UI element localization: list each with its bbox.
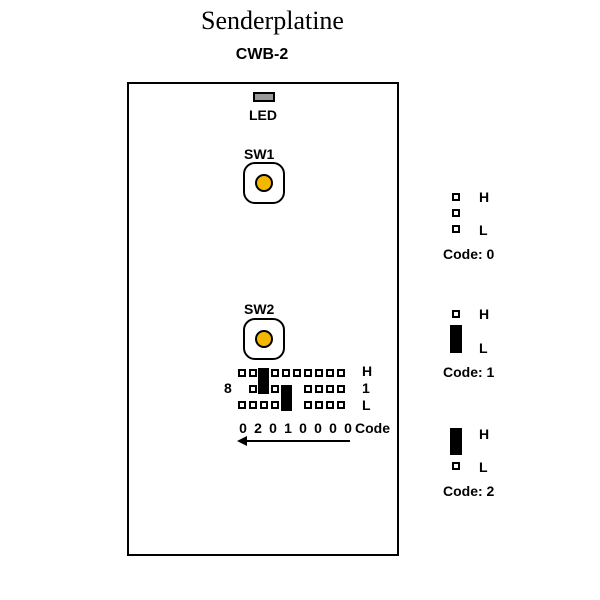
diagram-subtitle: CWB-2 <box>235 46 289 63</box>
jumper-h-1 <box>258 368 269 394</box>
pin-6-l <box>304 401 312 409</box>
code-digit: 0 <box>329 420 337 436</box>
sw1-button-dot <box>255 174 273 192</box>
legend2-h-label: H <box>479 426 490 442</box>
legend0-pin-h <box>452 193 460 201</box>
pin-1-l <box>238 401 246 409</box>
legend0-pin-l <box>452 225 460 233</box>
pin-3-1 <box>271 385 279 393</box>
pin-8-h <box>326 369 334 377</box>
legend1-l-label: L <box>479 340 488 356</box>
code-digit: 0 <box>314 420 322 436</box>
pin-6-h <box>304 369 312 377</box>
legend1-h-label: H <box>479 306 490 322</box>
pin-8-1 <box>326 385 334 393</box>
legend2-pin-l <box>452 462 460 470</box>
legend0-caption: Code: 0 <box>443 246 495 262</box>
legend0-pin-1 <box>452 209 460 217</box>
circuit-board <box>127 82 399 556</box>
pin-5-h <box>293 369 301 377</box>
code-digit: 0 <box>269 420 277 436</box>
code-direction-arrow <box>237 436 350 446</box>
sw2-label: SW2 <box>244 301 275 317</box>
led-icon <box>253 92 275 102</box>
pin-1-h <box>238 369 246 377</box>
code-digit: 2 <box>254 420 262 436</box>
code-digit: 1 <box>284 420 292 436</box>
code-digit: 0 <box>344 420 352 436</box>
pin-3-h <box>271 369 279 377</box>
led-label: LED <box>249 107 277 123</box>
row-label-1: 1 <box>362 380 370 396</box>
code-label: Code <box>355 420 390 436</box>
legend1-pin-h <box>452 310 460 318</box>
diagram-title: Senderplatine <box>201 6 344 35</box>
legend2-jumper <box>450 428 462 455</box>
legend0-l-label: L <box>479 222 488 238</box>
code-digit: 0 <box>239 420 247 436</box>
pin-6-1 <box>304 385 312 393</box>
row-label-l: L <box>362 397 371 413</box>
pin-7-h <box>315 369 323 377</box>
pin-7-1 <box>315 385 323 393</box>
sw1-label: SW1 <box>244 146 275 162</box>
pin-2-1 <box>249 385 257 393</box>
pin-7-l <box>315 401 323 409</box>
pin-4-h <box>282 369 290 377</box>
pin-2-h <box>249 369 257 377</box>
legend2-l-label: L <box>479 459 488 475</box>
pin-4-l <box>271 401 279 409</box>
jumper-1-l <box>281 385 292 411</box>
left-label-8: 8 <box>224 380 232 396</box>
dip-switch-grid <box>238 368 360 417</box>
code-digit: 0 <box>299 420 307 436</box>
pin-3-l <box>260 401 268 409</box>
sw1-button <box>243 162 285 204</box>
legend2-caption: Code: 2 <box>443 483 495 499</box>
legend0-h-label: H <box>479 189 490 205</box>
pin-8-l <box>326 401 334 409</box>
pin-9-h <box>337 369 345 377</box>
legend1-jumper <box>450 325 462 353</box>
row-label-h: H <box>362 363 373 379</box>
sw2-button <box>243 318 285 360</box>
sw2-button-dot <box>255 330 273 348</box>
pin-2-l <box>249 401 257 409</box>
pin-9-l <box>337 401 345 409</box>
legend1-caption: Code: 1 <box>443 364 495 380</box>
pin-9-1 <box>337 385 345 393</box>
